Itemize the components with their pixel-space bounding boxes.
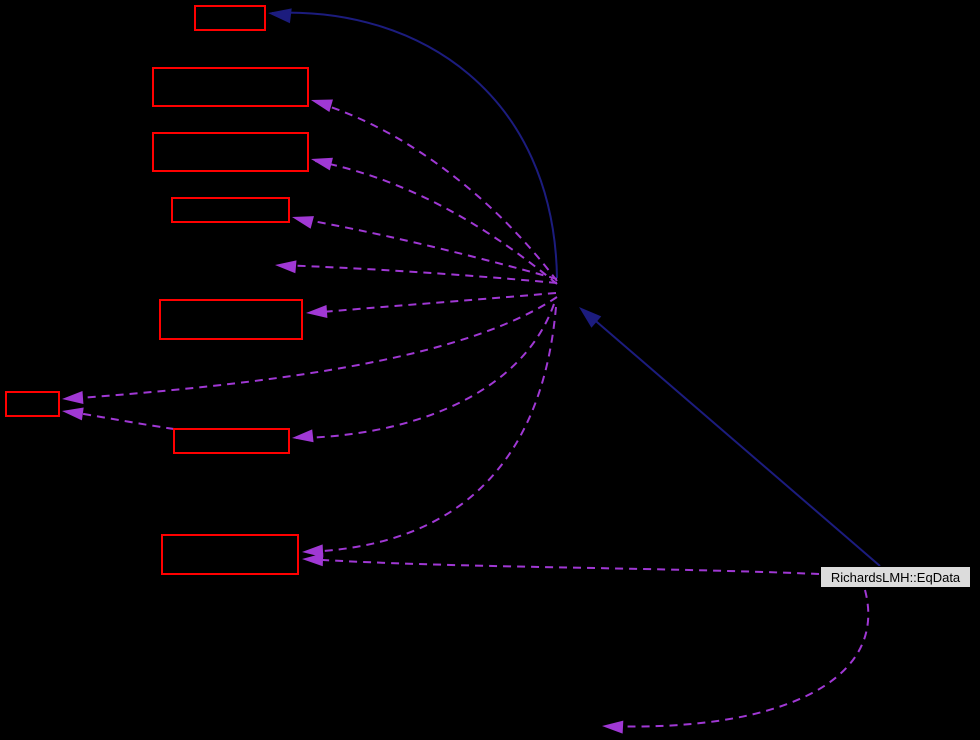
usage-hub-to-class-2 bbox=[314, 101, 558, 282]
usage-hub-to-class-3-arrowhead bbox=[311, 157, 333, 171]
usage-hub-to-class-5-arrowhead bbox=[306, 305, 328, 319]
usage-hub-to-class-4-arrowhead bbox=[292, 216, 314, 229]
inherit-eqdata-to-hub bbox=[582, 309, 881, 567]
class-node-3[interactable] bbox=[152, 132, 309, 172]
inherit-hub-to-class-1 bbox=[271, 11, 558, 279]
usage-hub-to-class-3 bbox=[314, 160, 558, 285]
current-class-node[interactable]: RichardsLMH::EqData bbox=[820, 566, 971, 588]
class-node-8[interactable] bbox=[161, 534, 299, 575]
usage-hub-to-hidden-left bbox=[278, 264, 558, 284]
usage-class-7-to-class-6-arrowhead bbox=[62, 407, 84, 421]
usage-hub-to-class-8-arrowhead bbox=[302, 544, 324, 558]
class-node-4[interactable] bbox=[171, 197, 290, 223]
usage-hub-to-class-6 bbox=[65, 296, 558, 400]
class-node-6[interactable] bbox=[5, 391, 60, 417]
usage-hub-to-class-7-arrowhead bbox=[292, 429, 314, 443]
current-class-label: RichardsLMH::EqData bbox=[830, 569, 961, 585]
usage-eqdata-to-hidden-bottom bbox=[606, 589, 870, 728]
usage-hub-to-class-7 bbox=[295, 303, 555, 439]
usage-hub-to-class-6-arrowhead bbox=[62, 391, 84, 405]
class-node-1[interactable] bbox=[194, 5, 266, 31]
usage-hub-to-hidden-left-arrowhead bbox=[275, 260, 297, 274]
class-node-7[interactable] bbox=[173, 428, 290, 454]
usage-hub-to-class-4 bbox=[295, 217, 558, 280]
usage-eqdata-to-hidden-bottom-arrowhead bbox=[602, 720, 624, 734]
usage-hub-to-class-8 bbox=[305, 306, 557, 553]
usage-eqdata-to-class-8-arrowhead bbox=[302, 553, 324, 567]
inherit-hub-to-class-1-arrowhead bbox=[268, 8, 292, 24]
usage-hub-to-class-5 bbox=[309, 292, 557, 314]
usage-eqdata-to-class-8 bbox=[305, 558, 820, 575]
inherit-eqdata-to-hub-arrowhead bbox=[579, 307, 602, 328]
class-node-5[interactable] bbox=[159, 299, 303, 340]
usage-hub-to-class-2-arrowhead bbox=[311, 99, 333, 113]
class-node-2[interactable] bbox=[152, 67, 309, 107]
